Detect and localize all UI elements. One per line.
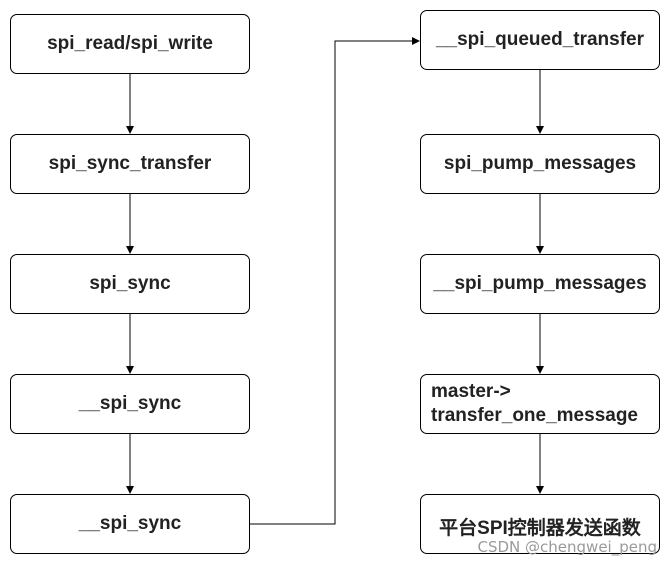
- node-spi-sync-internal-1: __spi_sync: [10, 374, 250, 434]
- node-label-line-1: master->: [431, 381, 511, 402]
- node-label: __spi_pump_messages: [433, 273, 647, 294]
- node-spi-pump-messages: spi_pump_messages: [420, 134, 660, 194]
- node-spi-sync-internal-2: __spi_sync: [10, 494, 250, 554]
- node-label-line-2: transfer_one_message: [431, 405, 638, 426]
- node-label: spi_pump_messages: [443, 153, 637, 174]
- node-transfer-one-message: master-> transfer_one_message: [420, 374, 660, 434]
- node-spi-sync: spi_sync: [10, 254, 250, 314]
- node-label: spi_sync: [89, 273, 171, 294]
- node-spi-read-write: spi_read/spi_write: [10, 14, 250, 74]
- watermark: CSDN @chengwei_peng: [477, 538, 658, 556]
- node-label: 平台SPI控制器发送函数: [439, 518, 641, 539]
- node-platform-spi-send: 平台SPI控制器发送函数: [420, 494, 660, 554]
- node-spi-sync-transfer: spi_sync_transfer: [10, 134, 250, 194]
- node-label: __spi_sync: [78, 513, 182, 534]
- node-spi-pump-messages-internal: __spi_pump_messages: [420, 254, 660, 314]
- node-label: __spi_sync: [78, 393, 182, 414]
- node-spi-queued-transfer: __spi_queued_transfer: [420, 10, 660, 70]
- node-label: __spi_queued_transfer: [435, 29, 645, 50]
- node-label-multiline: master-> transfer_one_message: [431, 380, 638, 428]
- node-label: spi_sync_transfer: [48, 153, 212, 174]
- edge-n5-n6: [250, 37, 420, 525]
- node-label: spi_read/spi_write: [47, 33, 213, 54]
